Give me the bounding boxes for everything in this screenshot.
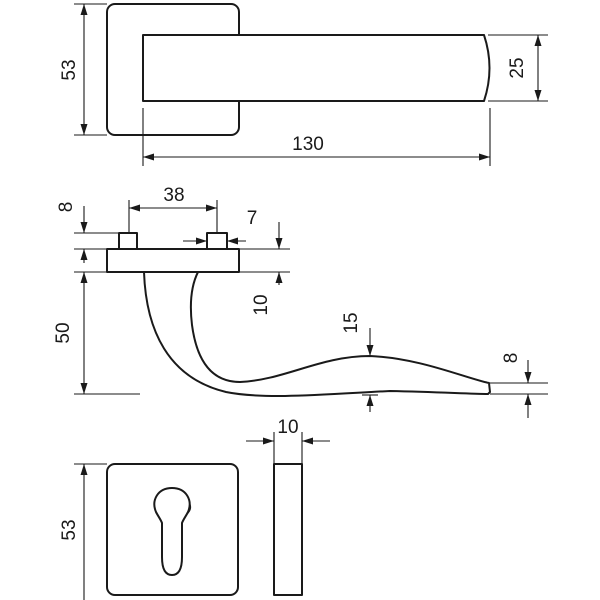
dim-tip-thickness: 8	[490, 353, 548, 418]
dim-lever-offset: 50	[53, 271, 140, 395]
arrow-head	[80, 4, 88, 15]
arrow-head	[366, 395, 374, 406]
arrow-head	[302, 437, 313, 445]
arrow-head	[80, 272, 88, 283]
dim-top-rose-height: 53	[59, 3, 107, 136]
arrow-head	[80, 222, 88, 233]
top-view: 53 25 130	[59, 3, 548, 166]
arrow-head	[143, 153, 154, 161]
arrow-head	[80, 124, 88, 135]
dim-lever-length: 130	[142, 108, 491, 166]
side-rose-plate	[106, 248, 240, 273]
arrow-head	[80, 383, 88, 394]
dim-label-53-top: 53	[59, 59, 80, 80]
dim-label-15: 15	[341, 312, 362, 333]
dim-pin-width: 7	[183, 208, 257, 245]
arrow-head	[206, 204, 217, 212]
dim-label-38: 38	[163, 185, 184, 206]
dim-rose-thickness: 10	[239, 222, 290, 316]
dim-escutcheon-thickness: 10	[246, 417, 330, 464]
arrow-head	[275, 272, 283, 283]
dim-label-10-bottom: 10	[277, 417, 298, 438]
dim-label-8-tip: 8	[501, 353, 522, 364]
dim-label-8-pin: 8	[56, 202, 77, 213]
escutcheon-side-plate	[273, 463, 303, 596]
escutcheon-views: 53 10	[59, 417, 330, 600]
arrow-head	[80, 249, 88, 260]
arrow-head	[524, 372, 532, 383]
arrow-head	[275, 238, 283, 249]
arrow-head	[524, 394, 532, 405]
dim-label-53-bottom: 53	[59, 519, 80, 540]
dim-label-7: 7	[247, 208, 258, 229]
spindle-pin-left	[118, 232, 138, 250]
arrow-head	[534, 90, 542, 101]
lever-top-outline	[142, 34, 491, 102]
arrow-head	[263, 437, 274, 445]
dim-spindle-spacing: 38	[128, 185, 218, 233]
dim-lever-width: 25	[488, 34, 548, 102]
arrow-head	[534, 35, 542, 46]
lever-side-profile	[143, 271, 491, 397]
euro-profile-keyhole	[153, 487, 191, 576]
arrow-head	[129, 204, 140, 212]
arrow-head	[227, 237, 238, 245]
dim-label-50: 50	[53, 322, 74, 343]
arrow-head	[479, 153, 490, 161]
dim-escutcheon-height: 53	[59, 463, 107, 600]
dim-label-130: 130	[292, 134, 324, 155]
dim-label-25: 25	[507, 57, 528, 78]
arrow-head	[196, 237, 207, 245]
dim-pin-height: 8	[56, 202, 119, 263]
dim-grip-height: 15	[341, 312, 378, 412]
arrow-head	[80, 464, 88, 475]
dim-label-10-rose: 10	[251, 294, 272, 315]
arrow-head	[366, 345, 374, 356]
side-view: 38 7 8 10	[53, 185, 548, 418]
spindle-pin-right	[206, 232, 228, 250]
